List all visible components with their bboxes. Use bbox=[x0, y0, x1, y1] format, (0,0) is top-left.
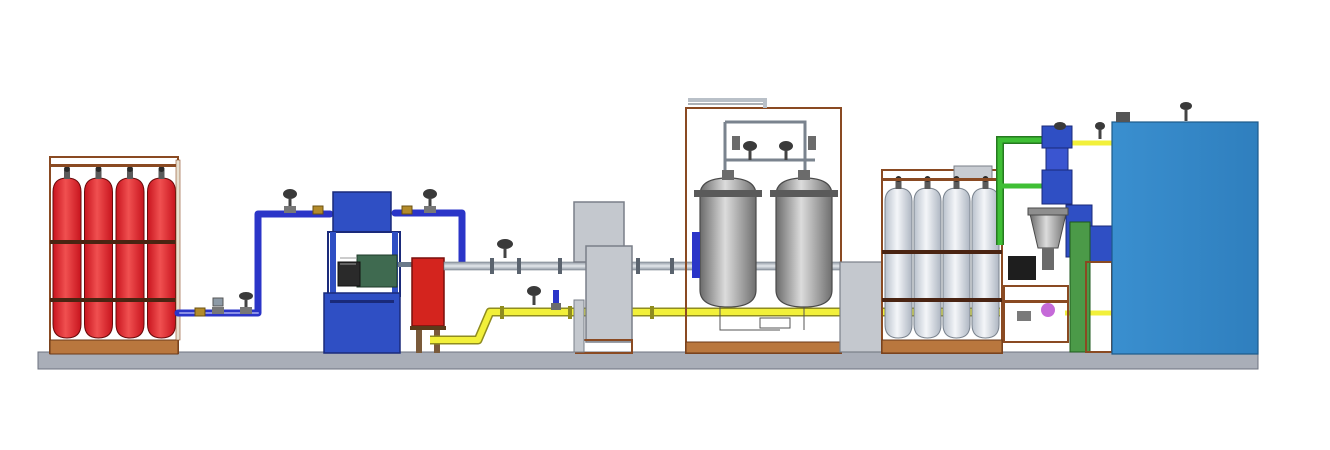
gray-cabinet bbox=[573, 201, 633, 354]
pipe-stub bbox=[398, 262, 412, 267]
gas-cylinder bbox=[971, 176, 1000, 339]
rack-base bbox=[49, 339, 179, 355]
flange bbox=[558, 258, 562, 274]
flange bbox=[500, 306, 504, 319]
flange bbox=[650, 306, 654, 319]
dryer-vessels bbox=[685, 98, 842, 354]
hopper-unit bbox=[1003, 207, 1069, 343]
gas-cylinder bbox=[942, 176, 971, 339]
pressure-vessel bbox=[770, 170, 838, 308]
compressor-head bbox=[332, 191, 392, 233]
valve-icon bbox=[1180, 102, 1192, 121]
gas-cylinder bbox=[147, 166, 176, 339]
blue-storage-tank bbox=[1111, 102, 1259, 355]
valve-icon bbox=[423, 189, 437, 213]
rack-band bbox=[50, 298, 178, 302]
gas-cylinder bbox=[115, 166, 145, 339]
valve-icon bbox=[194, 307, 206, 317]
flange bbox=[636, 258, 640, 274]
rack-band bbox=[50, 240, 178, 244]
skid-leg bbox=[330, 232, 336, 296]
valve-icon bbox=[1041, 303, 1055, 317]
green-line bbox=[996, 136, 1042, 245]
valve-icon bbox=[1095, 122, 1105, 139]
valve-icon bbox=[401, 205, 413, 215]
gearbox bbox=[337, 261, 361, 287]
valve-icon bbox=[808, 136, 816, 150]
gas-cylinder bbox=[84, 166, 113, 339]
compressor-skid bbox=[323, 191, 412, 354]
cylinder-bank-right bbox=[881, 165, 1003, 354]
flange bbox=[568, 306, 572, 319]
valve-icon bbox=[527, 286, 541, 305]
valve-icon bbox=[732, 136, 740, 150]
valve-icon bbox=[1017, 311, 1031, 321]
rack-post bbox=[175, 159, 181, 341]
gas-cylinder bbox=[913, 176, 942, 339]
valve-icon bbox=[497, 239, 513, 258]
motor bbox=[356, 254, 398, 288]
pressure-vessel bbox=[694, 170, 762, 308]
valve-icon bbox=[312, 205, 324, 215]
flange bbox=[670, 258, 674, 274]
valve-icon bbox=[239, 292, 253, 314]
yellow-pipe-line bbox=[430, 140, 1112, 345]
base-plate bbox=[37, 351, 1259, 370]
blue-line-valves bbox=[194, 189, 437, 317]
gray-pipe-line bbox=[443, 239, 845, 274]
rack-top-rail bbox=[50, 164, 178, 167]
dryer-base bbox=[685, 341, 842, 354]
valve-icon bbox=[551, 290, 561, 310]
exchanger-stack bbox=[1041, 122, 1113, 353]
gas-cylinder bbox=[884, 176, 913, 339]
valve-icon bbox=[212, 297, 224, 314]
valve-icon bbox=[283, 189, 297, 213]
connection-box bbox=[839, 261, 883, 353]
flange bbox=[490, 258, 494, 274]
valve-icon bbox=[743, 141, 757, 160]
valve-icon bbox=[1054, 122, 1066, 130]
gas-cylinder bbox=[52, 166, 82, 339]
cylinder-bank-left bbox=[49, 156, 181, 355]
flange bbox=[517, 258, 521, 274]
valve-icon bbox=[779, 141, 793, 160]
